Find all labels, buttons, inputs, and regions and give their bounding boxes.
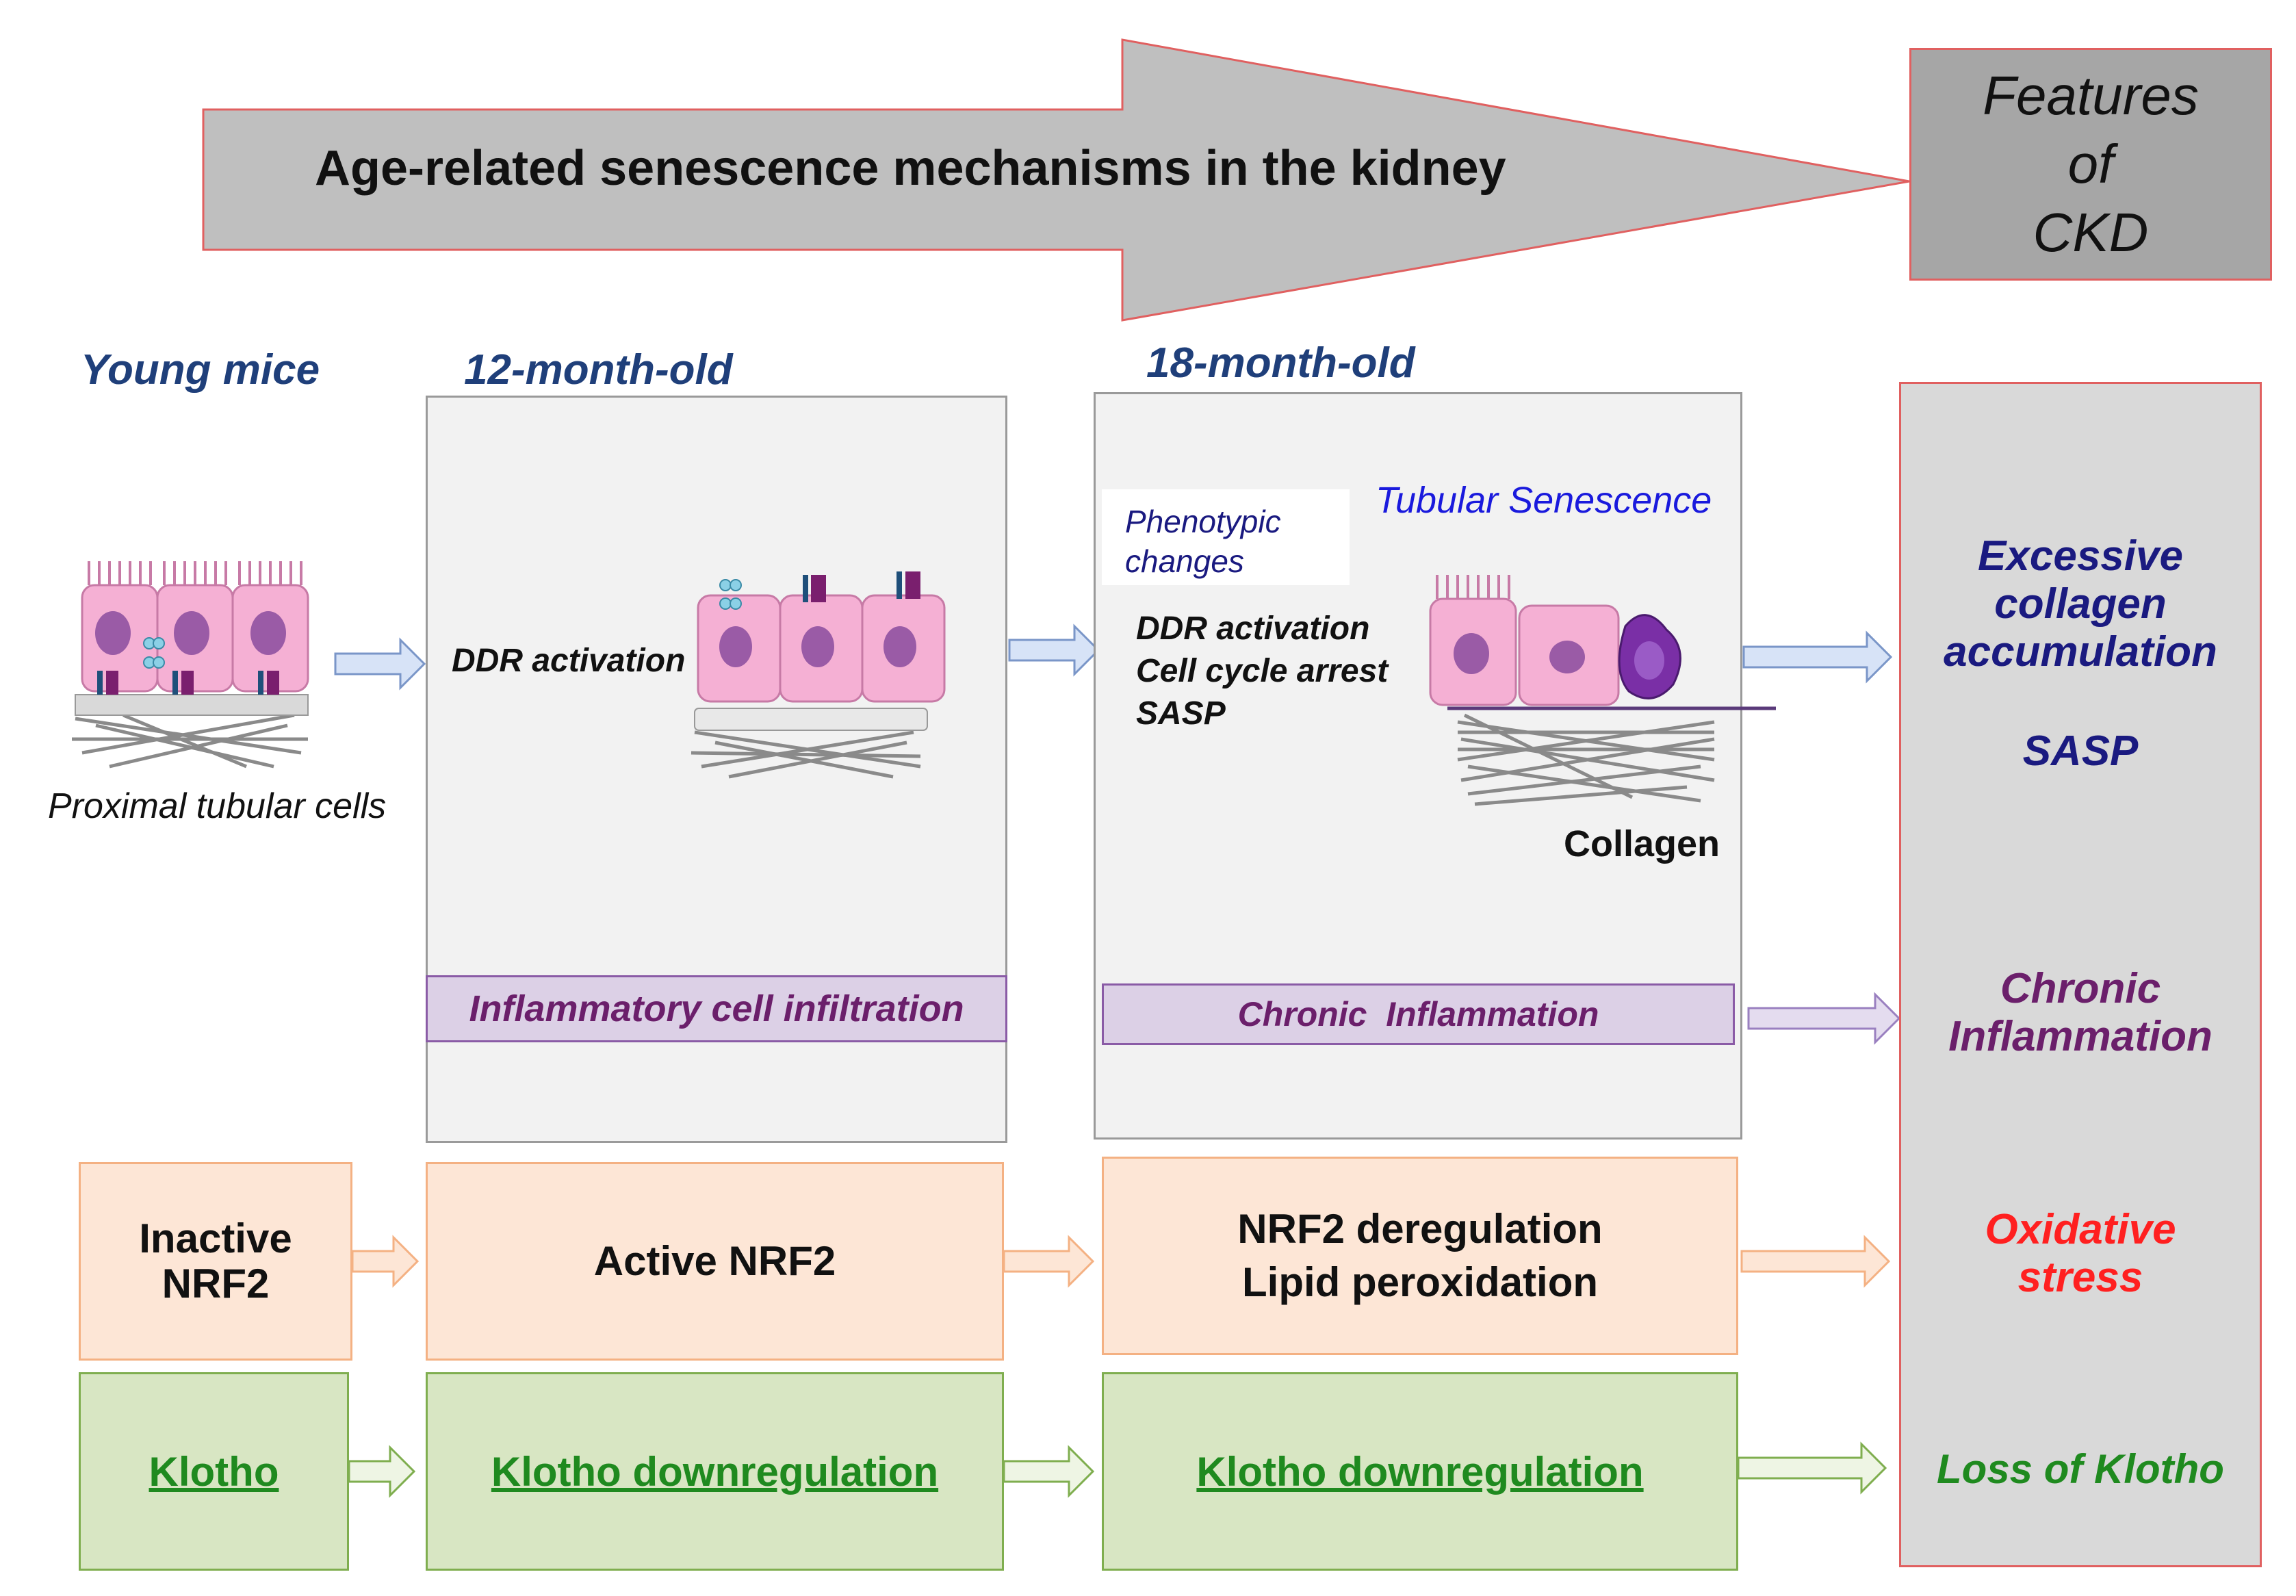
young-klotho-box: Klotho xyxy=(79,1372,349,1571)
month18-nrf2-line-1: NRF2 deregulation xyxy=(1237,1206,1603,1252)
features-line-1: Features xyxy=(1983,65,2199,126)
month18-cells-illustration xyxy=(1429,575,1776,806)
arrow-18-to-inflammation xyxy=(1747,992,1901,1045)
arrow-klotho-12-to-18 xyxy=(1003,1445,1095,1498)
banner-title: Age-related senescence mechanisms in the… xyxy=(315,141,1506,196)
month12-label: 12-month-old xyxy=(464,346,733,394)
collagen-label: Collagen xyxy=(1564,823,1720,864)
young-nrf2-line-1: Inactive xyxy=(139,1215,292,1261)
month12-nrf2-box: Active NRF2 xyxy=(426,1162,1004,1361)
phenotypic-line-2: changes xyxy=(1125,543,1244,579)
month18-inflammation-box: Chronic Inflammation xyxy=(1102,983,1735,1045)
month18-klotho-text: Klotho downregulation xyxy=(1196,1448,1644,1495)
arrow-nrf2-12-to-18 xyxy=(1003,1235,1095,1288)
month18-inflammation-text: Chronic Inflammation xyxy=(1237,995,1599,1033)
feature-inflammation-line-2: Inflammation xyxy=(1948,1013,2213,1060)
features-of-ckd-box: Features of CKD xyxy=(1909,48,2272,281)
feature-sasp: SASP xyxy=(2022,728,2139,775)
features-line-2: of xyxy=(2067,133,2114,194)
month12-cells-illustration xyxy=(691,571,946,779)
month12-ddr-label: DDR activation xyxy=(452,643,686,679)
month18-klotho-box: Klotho downregulation xyxy=(1102,1372,1738,1571)
change-cell-cycle: Cell cycle arrest xyxy=(1136,653,1389,689)
feature-collagen-line-2: collagen xyxy=(1994,580,2167,628)
feature-collagen: Excessive collagen accumulation xyxy=(1899,532,2262,676)
phenotypic-line-1: Phenotypic xyxy=(1125,504,1281,539)
features-line-3: CKD xyxy=(2033,202,2149,263)
young-klotho-text: Klotho xyxy=(149,1448,279,1495)
phenotypic-changes-box: Phenotypic changes xyxy=(1102,489,1350,585)
features-panel xyxy=(1899,382,2262,1567)
feature-oxidative-line-2: stress xyxy=(2017,1254,2143,1301)
young-cells-illustration xyxy=(72,561,309,769)
change-ddr: DDR activation xyxy=(1136,610,1370,647)
month12-nrf2-text: Active NRF2 xyxy=(593,1238,836,1284)
arrow-18-to-collagen xyxy=(1742,630,1893,684)
month18-nrf2-line-2: Lipid peroxidation xyxy=(1242,1259,1598,1305)
month18-label: 18-month-old xyxy=(1146,339,1415,387)
proximal-tubular-cells-label: Proximal tubular cells xyxy=(48,786,387,826)
feature-oxidative-line-1: Oxidative xyxy=(1985,1206,2176,1253)
month18-changes-list: DDR activation Cell cycle arrest SASP xyxy=(1136,608,1388,735)
month12-klotho-text: Klotho downregulation xyxy=(491,1448,939,1495)
arrow-nrf2-young-to-12 xyxy=(351,1235,420,1288)
banner-arrow xyxy=(202,38,1910,322)
arrow-klotho-young-to-12 xyxy=(348,1445,416,1498)
feature-collagen-line-1: Excessive xyxy=(1978,532,2183,580)
feature-inflammation: Chronic Inflammation xyxy=(1899,965,2262,1061)
young-nrf2-box: Inactive NRF2 xyxy=(79,1162,352,1361)
feature-klotho: Loss of Klotho xyxy=(1937,1446,2224,1492)
arrow-young-to-12 xyxy=(334,637,426,691)
tubular-senescence-label: Tubular Senescence xyxy=(1376,480,1712,521)
feature-collagen-line-3: accumulation xyxy=(1944,628,2217,675)
young-mice-label: Young mice xyxy=(81,346,320,394)
month12-inflammation-box: Inflammatory cell infiltration xyxy=(426,975,1007,1042)
feature-oxidative: Oxidative stress xyxy=(1899,1206,2262,1302)
feature-inflammation-line-1: Chronic xyxy=(2000,965,2161,1012)
month18-nrf2-box: NRF2 deregulation Lipid peroxidation xyxy=(1102,1157,1738,1355)
arrow-nrf2-18-to-features xyxy=(1740,1235,1891,1288)
arrow-12-to-18 xyxy=(1008,623,1100,677)
month12-klotho-box: Klotho downregulation xyxy=(426,1372,1004,1571)
change-sasp: SASP xyxy=(1136,695,1226,732)
young-nrf2-line-2: NRF2 xyxy=(162,1261,270,1307)
arrow-klotho-18-to-features xyxy=(1737,1441,1887,1495)
month12-inflammation-text: Inflammatory cell infiltration xyxy=(469,988,964,1029)
